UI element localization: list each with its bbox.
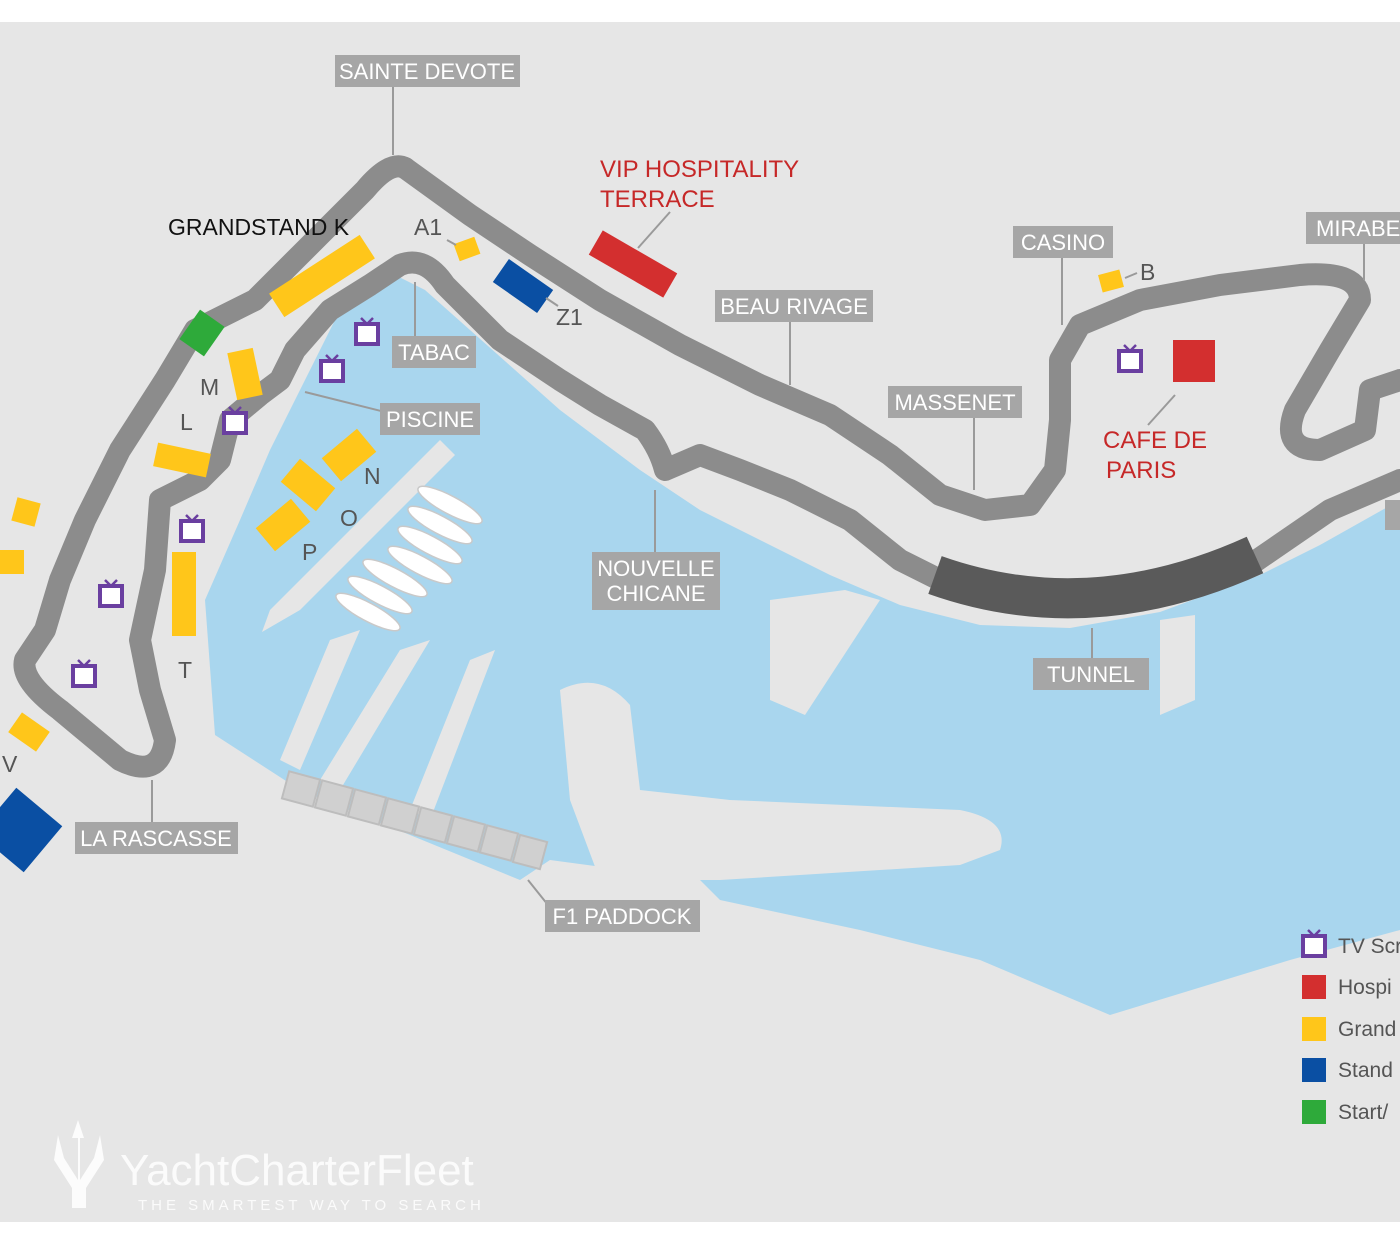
grandstand-v [8,712,50,752]
cafe-de-paris-label-2: PARIS [1106,457,1176,484]
pier-left-1 [280,630,360,770]
watermark-brand: YachtCharterFleet [120,1146,474,1195]
corner-label-nouvelle-chicane: NOUVELLE CHICANE [592,552,720,610]
grandstand-b [1098,269,1124,293]
grandstand-a1 [453,236,481,262]
svg-text:TABAC: TABAC [398,340,470,365]
pier-central [262,440,455,632]
svg-text:SAINTE DEVOTE: SAINTE DEVOTE [339,59,515,84]
svg-text:MIRABE: MIRABE [1316,216,1400,241]
legend-item-tv: TV Scr [1301,928,1400,958]
circuit-track-upper [394,157,1400,521]
circuit-track [13,155,1400,778]
svg-text:F1 PADDOCK: F1 PADDOCK [553,904,692,929]
grandstand-p-label: P [302,539,317,565]
legend-item-grandstand: Grand [1302,1017,1396,1041]
grandstand-k-label: GRANDSTAND K [168,214,350,240]
svg-text:Start/: Start/ [1338,1101,1388,1124]
cafe-de-paris-label: CAFE DE [1103,427,1207,454]
svg-text:BEAU RIVAGE: BEAU RIVAGE [720,294,868,319]
watermark: YachtCharterFleet THE SMARTEST WAY TO SE… [54,1120,485,1214]
svg-text:MASSENET: MASSENET [894,390,1015,415]
legend-item-hospitality: Hospi [1302,975,1392,999]
svg-text:Stand: Stand [1338,1059,1393,1082]
corner-label-piscine: PISCINE [380,403,480,435]
trident-logo-icon [54,1120,104,1208]
hospitality-vip-terrace [588,230,678,298]
grandstand-left-1 [11,497,41,527]
svg-text:CASINO: CASINO [1021,230,1105,255]
grandstand-n [321,428,377,482]
vip-hospitality-label-2: TERRACE [600,186,715,213]
paddock-boxes [280,770,549,871]
pier-left-3 [410,650,495,820]
corner-label-mirabeau: MIRABE [1306,212,1400,244]
legend: TV Scr Hospi Grand Stand Start/ [1301,928,1400,1124]
vip-hospitality-label: VIP HOSPITALITY [600,156,799,183]
grandstand-o-label: O [340,505,358,531]
grandstand-b-label: B [1140,259,1155,285]
corner-label-f1-paddock: F1 PADDOCK [545,900,700,932]
corner-label-casino: CASINO [1013,226,1113,258]
svg-text:Grand: Grand [1338,1018,1396,1041]
pier-left-2 [320,640,430,790]
grandstand-l [153,442,211,478]
grandstand-t [172,552,196,636]
svg-text:PISCINE: PISCINE [386,407,474,432]
grandstand-m [227,347,263,401]
pier-tunnel [1160,615,1195,715]
svg-text:LA RASCASSE: LA RASCASSE [80,826,232,851]
grandstand-t-label: T [178,657,192,683]
grandstand-z1-label: Z1 [556,304,583,330]
corner-label-sainte-devote: SAINTE DEVOTE [335,55,520,87]
legend-item-start-finish: Start/ [1302,1100,1388,1124]
grandstands [0,234,1124,752]
standing-z1 [492,259,554,313]
grandstand-a1-label: A1 [414,214,442,240]
corner-label-tunnel: TUNNEL [1033,658,1149,690]
svg-text:TUNNEL: TUNNEL [1047,662,1135,687]
grandstand-o [280,458,336,512]
corner-label-tabac: TABAC [392,336,476,368]
leader-lines [151,86,1365,906]
watermark-tagline: THE SMARTEST WAY TO SEARCH [138,1197,485,1214]
start-finish-line [179,309,225,357]
corner-label-edge [1385,500,1400,530]
corner-label-la-rascasse: LA RASCASSE [75,822,238,854]
grandstand-m-label: M [200,374,219,400]
grandstand-l-label: L [180,409,193,435]
grandstand-v-label: V [2,751,18,777]
grandstand-left-2 [0,550,24,574]
standing-rascasse [0,787,63,873]
tunnel-section [928,536,1264,619]
svg-text:CHICANE: CHICANE [606,581,705,606]
grandstand-k [269,234,375,318]
svg-text:NOUVELLE: NOUVELLE [597,556,714,581]
grandstand-p [255,498,311,552]
pier-long [560,682,1002,880]
svg-text:TV Scr: TV Scr [1338,935,1400,958]
corner-label-massenet: MASSENET [888,386,1022,418]
pier-right [770,590,880,715]
svg-text:Hospi: Hospi [1338,976,1392,999]
corner-label-beau-rivage: BEAU RIVAGE [715,290,873,322]
grandstand-n-label: N [364,463,381,489]
yachts [335,485,483,632]
legend-item-standing: Stand [1302,1058,1393,1082]
hospitality-cafe-de-paris [1173,340,1215,382]
